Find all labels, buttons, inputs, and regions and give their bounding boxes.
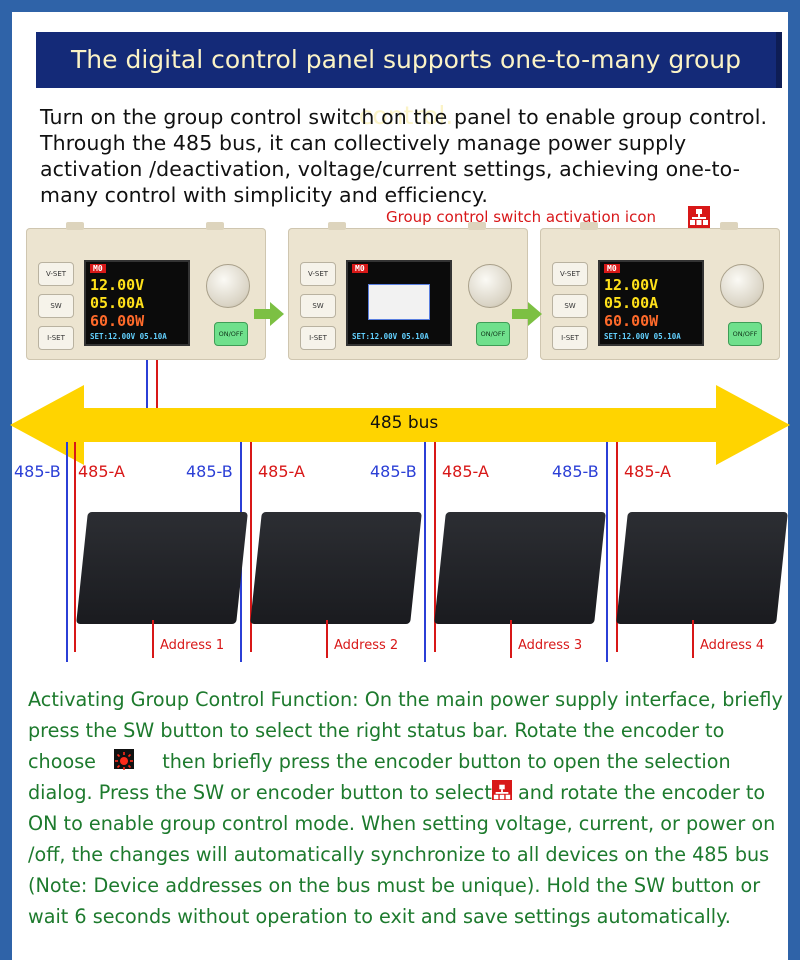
- instructions-part-3: and rotate the encoder to ON to enable g…: [28, 781, 776, 928]
- intro-text: Turn on the group control switch on the …: [40, 105, 768, 207]
- current-readout: 05.00A: [90, 294, 145, 312]
- group-control-icon: [491, 780, 512, 800]
- panel-tab: [468, 222, 486, 230]
- encoder-knob[interactable]: [720, 264, 764, 308]
- onoff-button[interactable]: ON/OFF: [728, 322, 762, 346]
- panel-tab: [206, 222, 224, 230]
- wire-b-1: [66, 442, 68, 662]
- bus-wire-b: [146, 360, 148, 410]
- address-label-1: Address 1: [160, 638, 225, 653]
- bus-arrow: [80, 408, 720, 442]
- vset-button[interactable]: V-SET: [552, 262, 588, 286]
- panel-tab: [720, 222, 738, 230]
- wire-b-label: 485-B: [186, 462, 233, 481]
- bus-wire-a: [156, 360, 158, 410]
- power-readout: 60.00W: [604, 312, 659, 330]
- wire-a-1: [74, 442, 76, 652]
- arrow-right-icon: [512, 302, 542, 326]
- encoder-knob[interactable]: [206, 264, 250, 308]
- power-module-1: [76, 512, 248, 624]
- bus-arrow-left-head: [10, 385, 84, 465]
- set-readout: SET:12.00V 05.10A: [352, 332, 429, 341]
- lcd-screen: M0 12.00V 05.00A 60.00W SET:12.00V 05.10…: [84, 260, 190, 346]
- instructions-part-1: Activating Group Control Function: On th…: [28, 688, 783, 773]
- lcd-screen: M0 12.00V 05.00A 60.00W SET:12.00V 05.10…: [598, 260, 704, 346]
- lcd-screen: M0 SET:12.00V 05.10A: [346, 260, 452, 346]
- addr-wire: [152, 620, 154, 658]
- mode-indicator: M0: [604, 264, 620, 273]
- voltage-readout: 12.00V: [604, 276, 659, 294]
- set-readout: SET:12.00V 05.10A: [604, 332, 681, 341]
- page-title: The digital control panel supports one-t…: [36, 32, 782, 130]
- wire-a-label: 485-A: [624, 462, 671, 481]
- control-panel-2: V-SET SW I-SET M0 SET:12.00V 05.10A ON/O…: [288, 222, 528, 360]
- set-readout: SET:12.00V 05.10A: [90, 332, 167, 341]
- address-label-3: Address 3: [518, 638, 583, 653]
- sw-button[interactable]: SW: [552, 294, 588, 318]
- panel-tab: [580, 222, 598, 230]
- address-label-4: Address 4: [700, 638, 765, 653]
- addr-wire: [692, 620, 694, 658]
- wire-b-3: [424, 442, 426, 662]
- encoder-knob[interactable]: [468, 264, 512, 308]
- wire-b-label: 485-B: [370, 462, 417, 481]
- wire-a-label: 485-A: [442, 462, 489, 481]
- selection-dialog: [368, 284, 430, 320]
- instructions-text: Activating Group Control Function: On th…: [28, 684, 788, 932]
- instructions-part-2: then briefly press the encoder button to…: [28, 750, 731, 804]
- wire-a-2: [250, 442, 252, 652]
- current-readout: 05.00A: [604, 294, 659, 312]
- iset-button[interactable]: I-SET: [300, 326, 336, 350]
- wire-a-label: 485-A: [258, 462, 305, 481]
- power-module-2: [250, 512, 422, 624]
- wire-b-4: [606, 442, 608, 662]
- vset-button[interactable]: V-SET: [300, 262, 336, 286]
- settings-sun-icon: [114, 749, 135, 770]
- control-panel-3: V-SET SW I-SET M0 12.00V 05.00A 60.00W S…: [540, 222, 780, 360]
- power-module-3: [434, 512, 606, 624]
- switch-icon-label: Group control switch activation icon: [386, 208, 657, 226]
- iset-button[interactable]: I-SET: [552, 326, 588, 350]
- voltage-readout: 12.00V: [90, 276, 145, 294]
- wire-a-label: 485-A: [78, 462, 125, 481]
- vset-button[interactable]: V-SET: [38, 262, 74, 286]
- control-panel-1: V-SET SW I-SET M0 12.00V 05.00A 60.00W S…: [26, 222, 266, 360]
- wire-b-label: 485-B: [14, 462, 61, 481]
- sw-button[interactable]: SW: [300, 294, 336, 318]
- group-control-icon: [688, 206, 710, 228]
- bus-label: 485 bus: [370, 413, 439, 433]
- sw-button[interactable]: SW: [38, 294, 74, 318]
- wire-a-4: [616, 442, 618, 652]
- panel-tab: [66, 222, 84, 230]
- wire-a-3: [434, 442, 436, 652]
- onoff-button[interactable]: ON/OFF: [476, 322, 510, 346]
- mode-indicator: M0: [90, 264, 106, 273]
- mode-indicator: M0: [352, 264, 368, 273]
- power-module-4: [616, 512, 788, 624]
- addr-wire: [510, 620, 512, 658]
- bus-arrow-right-head: [716, 385, 790, 465]
- panel-tab: [328, 222, 346, 230]
- arrow-right-icon: [254, 302, 284, 326]
- address-label-2: Address 2: [334, 638, 399, 653]
- onoff-button[interactable]: ON/OFF: [214, 322, 248, 346]
- wire-b-label: 485-B: [552, 462, 599, 481]
- power-readout: 60.00W: [90, 312, 145, 330]
- iset-button[interactable]: I-SET: [38, 326, 74, 350]
- addr-wire: [326, 620, 328, 658]
